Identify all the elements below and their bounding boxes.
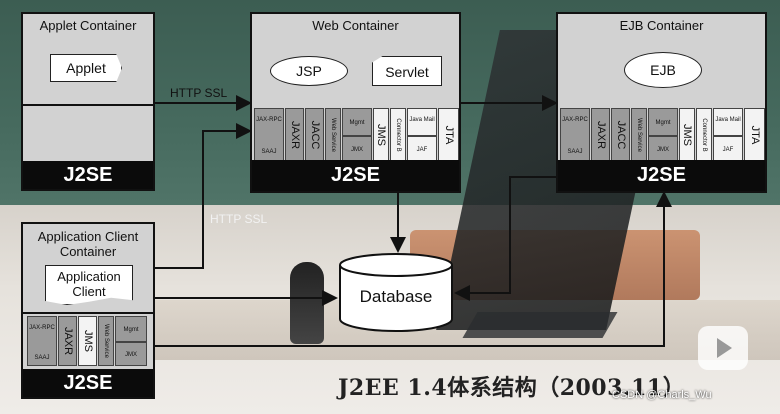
- client-j2se-bar: J2SE: [23, 369, 153, 397]
- client-to-ejb-arrow: [155, 191, 672, 347]
- client-jms-label: JMS: [81, 330, 94, 352]
- jaxrpc-service: JAX-RPC SAAJ: [254, 108, 284, 162]
- application-client-line1: Application: [57, 269, 121, 284]
- ejb-component: EJB: [624, 52, 702, 88]
- applet-container-title: Applet Container: [39, 18, 137, 33]
- ejb-connector-service: Connector B: [696, 108, 712, 162]
- connector-label: Connector B: [395, 118, 401, 152]
- ejb-jaf-service: JAF: [713, 136, 743, 162]
- jmx-service: JMX: [342, 136, 372, 162]
- ejb-jmx-service: JMX: [648, 136, 678, 162]
- client-jaxr-label: JAXR: [61, 326, 74, 356]
- applet-component: Applet: [50, 54, 122, 82]
- java-mail-service: Java Mail: [407, 108, 437, 136]
- client-web-service-service: Web Service: [98, 316, 114, 366]
- ejb-mgmt-label: Mgmt: [655, 120, 671, 126]
- ejb-jms-service: JMS: [679, 108, 695, 162]
- ejb-jms-label: JMS: [681, 124, 693, 146]
- http-ssl-label-bottom: HTTP SSL: [210, 212, 268, 226]
- ejb-container-title: EJB Container: [619, 18, 704, 33]
- client-title-line1: Application Client: [37, 229, 139, 244]
- mgmt-service: Mgmt: [342, 108, 372, 136]
- jaxr-service: JAXR: [285, 108, 304, 162]
- ejb-container: EJB Container EJB JAX-RPC SAAJ JAXR JACC…: [556, 12, 767, 193]
- web-container: Web Container JSP Servlet JAX-RPC SAAJ J…: [250, 12, 461, 193]
- web-service-label: Web Service: [330, 118, 336, 152]
- ejb-to-database-arrow: [454, 176, 610, 301]
- database-cylinder: Database: [338, 253, 454, 333]
- ejb-connector-label: Connector B: [701, 118, 707, 152]
- ejb-jta-label: JTA: [748, 125, 761, 145]
- client-divider: [23, 312, 153, 314]
- ejb-java-mail-label: Java Mail: [715, 117, 741, 123]
- jaxr-label: JAXR: [288, 120, 301, 150]
- connector-service: Connector B: [390, 108, 406, 162]
- ejb-web-service-service: Web Service: [631, 108, 647, 162]
- ejb-jta-service: JTA: [744, 108, 765, 162]
- applet-j2se-bar: J2SE: [23, 161, 153, 189]
- jacc-label: JACC: [308, 120, 321, 150]
- database-icon: [339, 253, 453, 332]
- database-label: Database: [359, 287, 433, 306]
- client-saaj-label: SAAJ: [34, 355, 50, 361]
- ejb-jaxr-label: JAXR: [594, 120, 607, 150]
- web-j2se-bar: J2SE: [252, 160, 459, 191]
- client-jms-service: JMS: [78, 316, 97, 366]
- ejb-jaxrpc-label: JAX-RPC: [562, 117, 588, 123]
- ejb-j2se-bar: J2SE: [558, 160, 765, 191]
- client-mgmt-label: Mgmt: [123, 327, 139, 333]
- application-client-component: Application Client: [45, 265, 133, 305]
- client-container: Application Client Container Application…: [21, 222, 155, 399]
- ejb-jacc-label: JACC: [614, 120, 627, 150]
- saaj-label: SAAJ: [261, 149, 277, 155]
- jmx-label: JMX: [351, 147, 363, 153]
- http-ssl-label-top: HTTP SSL: [170, 86, 228, 100]
- client-mgmt-service: Mgmt: [115, 316, 147, 342]
- client-jmx-label: JMX: [125, 352, 137, 358]
- ejb-jacc-service: JACC: [611, 108, 630, 162]
- ejb-mgmt-service: Mgmt: [648, 108, 678, 136]
- jta-label: JTA: [442, 125, 455, 145]
- jms-label: JMS: [375, 124, 387, 146]
- slide-caption: J2EE 1.4体系结构（2003.11）: [338, 375, 686, 401]
- client-container-title: Application Client Container: [23, 229, 153, 259]
- client-web-service-label: Web Service: [103, 324, 109, 358]
- applet-divider: [23, 104, 153, 106]
- ejb-web-service-label: Web Service: [636, 118, 642, 152]
- jms-service: JMS: [373, 108, 389, 162]
- client-to-web-arrow: [155, 123, 252, 269]
- ejb-jmx-label: JMX: [657, 147, 669, 153]
- jaf-label: JAF: [416, 147, 428, 153]
- watermark: CSDN @Charls_Wu: [612, 389, 712, 401]
- servlet-component: Servlet: [372, 56, 442, 86]
- microphone-background: [290, 262, 324, 344]
- ejb-java-mail-service: Java Mail: [713, 108, 743, 136]
- jaf-service: JAF: [407, 136, 437, 162]
- web-container-title: Web Container: [312, 18, 399, 33]
- ejb-jaxr-service: JAXR: [591, 108, 610, 162]
- mgmt-label: Mgmt: [349, 120, 365, 126]
- jsp-component: JSP: [270, 56, 348, 86]
- client-jaxr-service: JAXR: [58, 316, 77, 366]
- jaxrpc-label: JAX-RPC: [256, 117, 282, 123]
- ejb-saaj-label: SAAJ: [567, 149, 583, 155]
- ejb-jaf-label: JAF: [722, 147, 734, 153]
- jacc-service: JACC: [305, 108, 324, 162]
- client-jaxrpc-service: JAX-RPC SAAJ: [27, 316, 57, 366]
- application-client-line2: Client: [72, 284, 106, 299]
- client-jmx-service: JMX: [115, 342, 147, 366]
- play-button-icon[interactable]: [698, 326, 748, 370]
- ejb-jaxrpc-service: JAX-RPC SAAJ: [560, 108, 590, 162]
- java-mail-label: Java Mail: [409, 117, 435, 123]
- web-service-service: Web Service: [325, 108, 341, 162]
- client-title-line2: Container: [59, 244, 117, 259]
- client-jaxrpc-label: JAX-RPC: [29, 325, 55, 331]
- jta-service: JTA: [438, 108, 459, 162]
- applet-container: Applet Container Applet J2SE: [21, 12, 155, 191]
